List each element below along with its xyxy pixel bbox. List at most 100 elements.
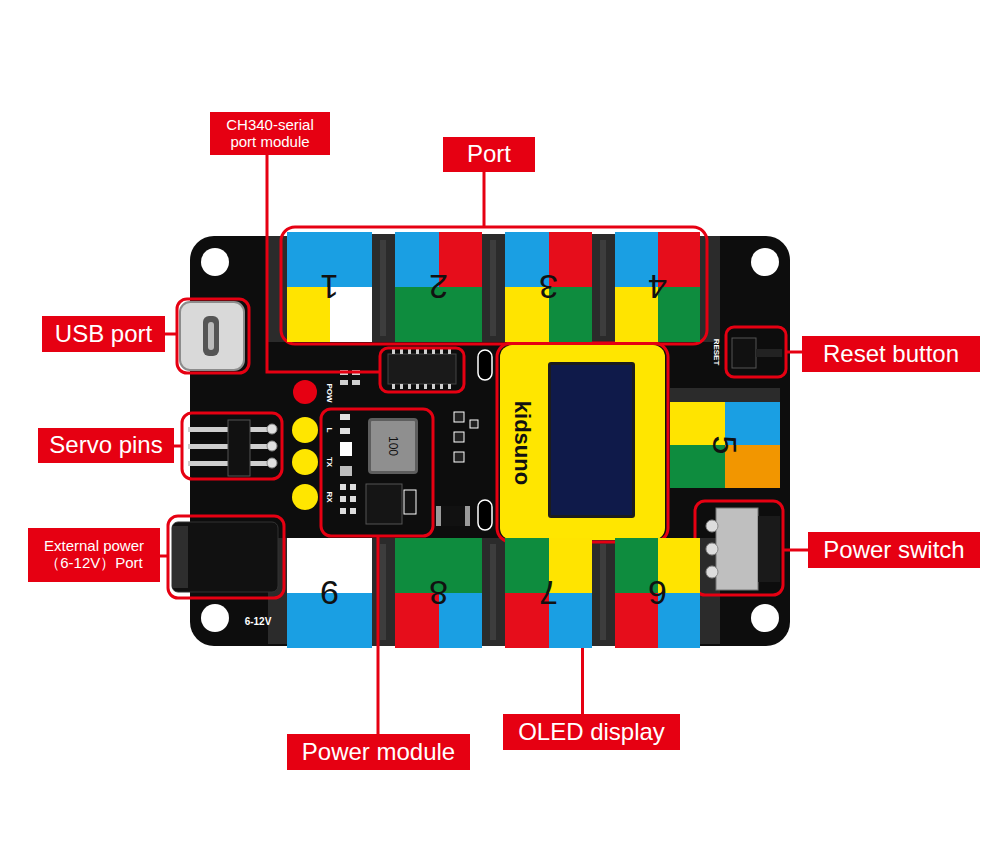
port-socket <box>592 538 615 646</box>
chip-pin <box>424 349 427 354</box>
power-module-parts <box>340 484 346 490</box>
socket-stripe <box>600 544 606 640</box>
leader-line <box>483 172 486 227</box>
oled-pad <box>478 500 492 530</box>
power-module-parts <box>404 490 416 514</box>
chip-pin <box>448 384 451 389</box>
reset-button <box>732 338 756 368</box>
reset-button <box>732 338 782 368</box>
servo-header <box>188 420 277 476</box>
callout-label: External power （6-12V）Port <box>28 528 160 582</box>
led <box>292 449 318 475</box>
port-block: 8 <box>395 538 482 648</box>
chip-pin <box>416 384 419 389</box>
power-switch <box>716 508 758 590</box>
port-number: 4 <box>648 270 667 304</box>
servo-header <box>267 441 277 451</box>
port-block: 3 <box>505 232 592 342</box>
highlight-outline <box>168 227 786 598</box>
chip-pin <box>440 384 443 389</box>
power-module-parts <box>340 442 352 456</box>
callout-text: External power （6-12V）Port <box>36 538 152 572</box>
callout-label: Power module <box>287 734 470 770</box>
callout-label: Reset button <box>802 336 980 372</box>
callout-text: Power switch <box>823 537 964 564</box>
power-module-parts <box>340 428 350 434</box>
usb-c-port <box>203 316 219 356</box>
dc-jack <box>172 526 188 588</box>
power-module-parts <box>350 484 356 490</box>
power-module-parts <box>350 508 356 514</box>
oled-module: kidsuno <box>500 345 665 540</box>
board <box>201 248 229 276</box>
port-block: 7 <box>505 538 592 648</box>
port-socket <box>482 234 505 342</box>
highlight-outline <box>497 343 668 542</box>
power-switch <box>706 520 718 532</box>
port-socket <box>268 234 780 646</box>
callout-text: Servo pins <box>49 432 162 459</box>
silkscreen-label: TX <box>325 457 333 467</box>
callout-label: OLED display <box>503 714 680 750</box>
inductor: 100 <box>368 418 418 474</box>
smd-part <box>352 380 360 385</box>
led <box>292 380 318 510</box>
highlight-outline <box>182 413 282 479</box>
callout-label: Servo pins <box>38 428 174 463</box>
reset-button <box>756 349 782 357</box>
smd-part <box>470 420 478 428</box>
power-switch <box>706 566 718 578</box>
ch340-chip <box>388 354 456 384</box>
port-socket <box>670 388 780 402</box>
usb-c-port <box>208 322 214 350</box>
silkscreen-label: RESET <box>712 339 720 366</box>
port-block: 4 <box>615 232 700 342</box>
highlight-outline <box>695 501 783 595</box>
port-number: 5 <box>708 436 742 455</box>
port-socket <box>592 234 615 342</box>
power-module-parts <box>436 506 470 526</box>
socket-stripe <box>380 240 386 336</box>
leader-line <box>783 549 808 552</box>
callout-text: Reset button <box>823 341 959 368</box>
servo-header <box>228 420 250 476</box>
smd-part <box>454 452 464 462</box>
board <box>751 248 779 276</box>
chip-pin <box>392 349 395 354</box>
chip-pin <box>392 349 451 389</box>
silkscreen-label: RX <box>325 491 333 502</box>
port-block: 1 <box>287 232 372 342</box>
chip-pin <box>424 384 427 389</box>
power-switch <box>706 543 718 555</box>
power-module-parts <box>436 506 441 526</box>
callout-label: Port <box>443 137 535 172</box>
board <box>751 604 779 632</box>
port-socket <box>372 234 395 342</box>
port-number: 3 <box>539 270 558 304</box>
port-socket <box>372 538 395 646</box>
oled-pad <box>478 350 492 530</box>
brand-text: kidsuno <box>511 400 533 484</box>
port-block: 9 <box>287 538 372 648</box>
servo-header <box>267 458 277 468</box>
port-number: 8 <box>429 576 448 610</box>
leader-line <box>786 351 802 354</box>
socket-stripe <box>600 240 606 336</box>
chip-pin <box>440 349 443 354</box>
highlight-outline <box>177 299 249 373</box>
silkscreen-label: L <box>325 428 333 433</box>
highlight-outline <box>321 409 433 536</box>
chip-pin <box>432 384 435 389</box>
chip-pin <box>408 349 411 354</box>
oled-pad <box>478 350 492 380</box>
port-number: 6 <box>648 576 667 610</box>
leader-line <box>377 536 380 734</box>
chip-pin <box>416 349 419 354</box>
power-module-parts <box>340 414 470 526</box>
chip-pin <box>408 384 411 389</box>
callout-text: Power module <box>302 739 455 766</box>
port-block: 2 <box>395 232 482 342</box>
port-number: 9 <box>320 576 339 610</box>
power-module-parts <box>340 508 346 514</box>
